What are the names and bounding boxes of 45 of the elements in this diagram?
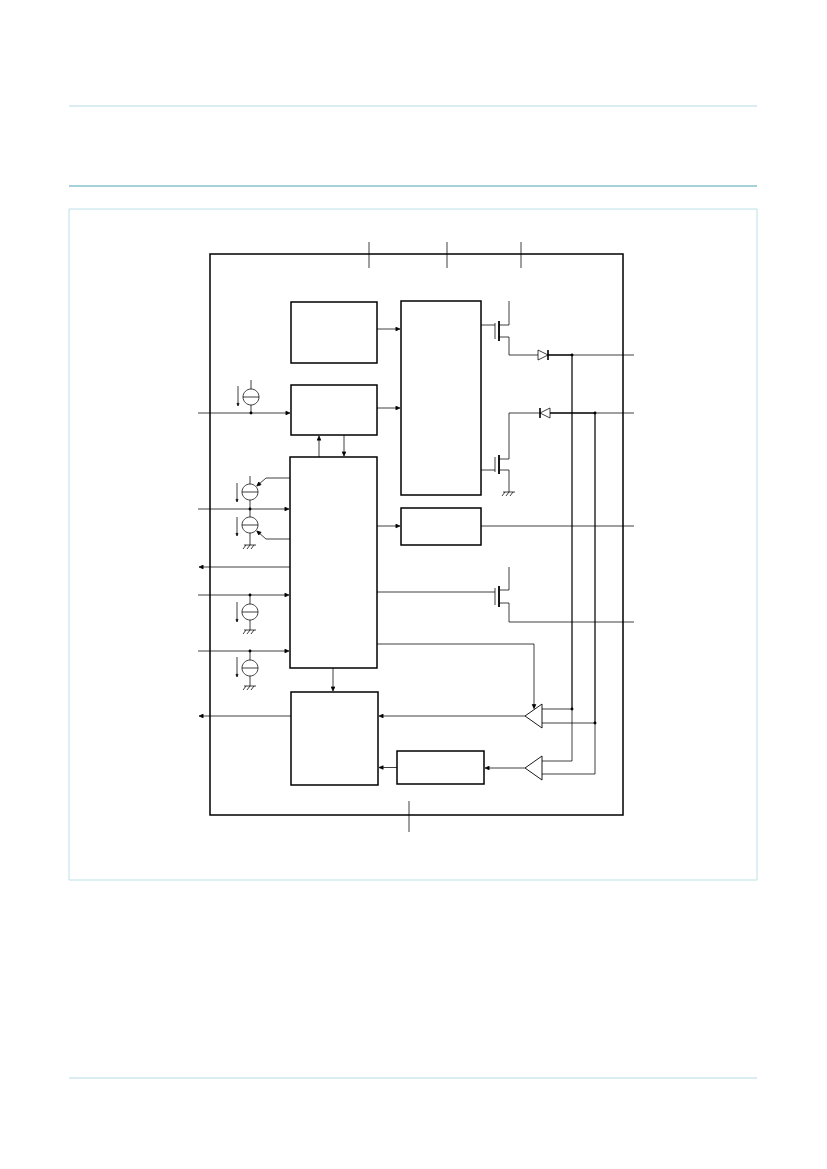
chip-outline [209,253,624,816]
arrow [376,643,537,709]
block-box [290,691,379,786]
block-box [400,300,482,496]
arrow [256,530,291,540]
arrow [341,434,347,457]
connector-line [480,324,496,326]
transistor-symbol [494,454,510,493]
current-source-symbol [241,475,259,510]
comparator-symbol [524,755,543,781]
transistor-symbol [494,300,510,342]
arrow [198,713,292,719]
arrow [378,765,398,770]
arrow [376,326,401,332]
arrow [316,435,322,458]
connector-line [376,591,496,593]
arrow [198,564,291,570]
arrow [197,410,291,416]
current-source-symbol [241,650,259,687]
connector-line [508,602,635,623]
block-box [290,301,378,364]
arrow [197,592,290,598]
current-source-symbol [242,379,260,414]
block-box [396,750,485,785]
block-box [290,384,378,436]
arrow [484,765,526,771]
diode-symbol [539,407,551,419]
current-source-symbol [241,508,259,546]
comparator-symbol [524,703,543,729]
arrow [256,477,291,487]
current-source-symbol [241,594,259,631]
arrow [376,405,401,411]
block-box [289,456,378,669]
arrow [376,523,401,529]
arrow [197,648,290,654]
arrow [330,667,336,692]
diode-symbol [537,349,549,361]
connector-line [480,525,635,527]
arrow [197,506,290,512]
connector-line [480,469,496,471]
connector-line [508,412,541,460]
arrow [378,713,526,719]
connector-line [508,336,539,356]
transistor-symbol [494,566,510,608]
block-box [400,507,482,546]
